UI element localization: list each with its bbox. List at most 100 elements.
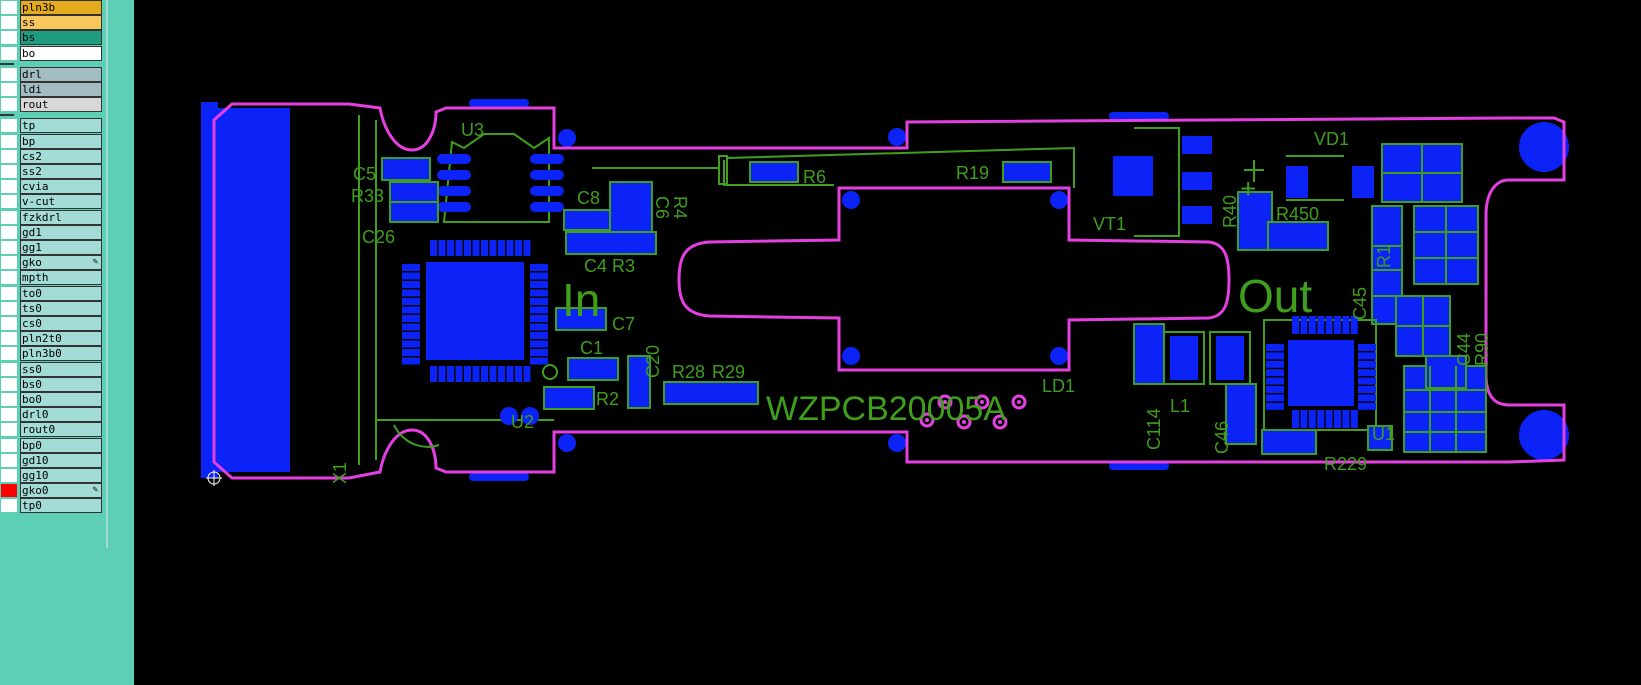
layer-name[interactable]: bs0 bbox=[20, 376, 102, 392]
layer-row-ldi[interactable]: ldi bbox=[0, 82, 104, 98]
layer-row-rout[interactable]: rout bbox=[0, 97, 104, 113]
layer-visibility-toggle[interactable] bbox=[0, 45, 18, 61]
layer-visibility-toggle[interactable] bbox=[0, 452, 18, 468]
layer-visibility-toggle[interactable] bbox=[0, 422, 18, 438]
layer-visibility-toggle[interactable] bbox=[0, 0, 18, 15]
layer-name[interactable]: bs bbox=[20, 30, 102, 46]
layer-name[interactable]: bp bbox=[20, 133, 102, 149]
layer-name[interactable]: cs0 bbox=[20, 316, 102, 331]
layer-name[interactable]: gd10 bbox=[20, 452, 102, 468]
pcb-canvas[interactable]: U3 C5 R33 C26 C8 C6 R4 R6 R19 VT1 R40 VD… bbox=[134, 0, 1641, 685]
layer-visibility-toggle[interactable] bbox=[0, 437, 18, 453]
pencil-icon[interactable]: ✎ bbox=[92, 485, 98, 496]
layer-row-gg10[interactable]: gg10 bbox=[0, 468, 104, 484]
layer-row-pln3b0[interactable]: pln3b0 bbox=[0, 346, 104, 362]
layer-name[interactable]: gg1 bbox=[20, 240, 102, 255]
layer-visibility-toggle[interactable] bbox=[0, 82, 18, 97]
layer-row-fzkdrl[interactable]: fzkdrl bbox=[0, 209, 104, 226]
layer-visibility-toggle[interactable] bbox=[0, 331, 18, 347]
pencil-icon[interactable]: ✎ bbox=[92, 257, 98, 268]
layer-visibility-toggle[interactable] bbox=[0, 224, 18, 240]
layer-row-bs0[interactable]: bs0 bbox=[0, 376, 104, 393]
layer-visibility-toggle[interactable] bbox=[0, 15, 18, 31]
layer-row-mpth[interactable]: mpth bbox=[0, 270, 104, 286]
layer-name[interactable]: bo0 bbox=[20, 392, 102, 407]
layer-visibility-toggle[interactable] bbox=[0, 468, 18, 483]
layer-row-pln3b[interactable]: pln3b bbox=[0, 0, 104, 16]
layer-visibility-toggle[interactable] bbox=[0, 148, 18, 164]
layer-visibility-toggle[interactable] bbox=[0, 407, 18, 423]
layer-row-v-cut[interactable]: v-cut bbox=[0, 194, 104, 210]
layer-row-bo[interactable]: bo bbox=[0, 45, 104, 62]
layer-row-ss2[interactable]: ss2 bbox=[0, 164, 104, 180]
layer-row-ts0[interactable]: ts0 bbox=[0, 300, 104, 317]
layer-visibility-toggle[interactable] bbox=[0, 346, 18, 362]
layer-name[interactable]: mpth bbox=[20, 270, 102, 286]
layer-row-pln2t0[interactable]: pln2t0 bbox=[0, 331, 104, 347]
layer-row-gd1[interactable]: gd1 bbox=[0, 224, 104, 241]
layer-row-bp0[interactable]: bp0 bbox=[0, 437, 104, 454]
layer-visibility-toggle[interactable] bbox=[0, 66, 18, 82]
layer-name[interactable]: bo bbox=[20, 45, 102, 61]
layer-name[interactable]: ts0 bbox=[20, 300, 102, 316]
layer-name[interactable]: bp0 bbox=[20, 437, 102, 453]
layer-name[interactable]: v-cut bbox=[20, 194, 102, 210]
layer-visibility-toggle[interactable] bbox=[0, 194, 18, 210]
layer-visibility-toggle[interactable] bbox=[0, 133, 18, 149]
layer-row-drl0[interactable]: drl0 bbox=[0, 407, 104, 423]
layer-visibility-toggle[interactable] bbox=[0, 97, 18, 113]
layer-name[interactable]: rout0 bbox=[20, 422, 102, 438]
layer-name[interactable]: pln2t0 bbox=[20, 331, 102, 347]
layer-row-gko0[interactable]: gko0✎ bbox=[0, 483, 104, 499]
layer-visibility-toggle[interactable] bbox=[0, 209, 18, 225]
layer-name[interactable]: cs2 bbox=[20, 148, 102, 164]
layer-row-bs[interactable]: bs bbox=[0, 30, 104, 46]
layer-visibility-toggle[interactable] bbox=[0, 483, 18, 499]
layer-row-gko[interactable]: gko✎ bbox=[0, 255, 104, 271]
layer-name[interactable]: cvia bbox=[20, 179, 102, 195]
layer-visibility-toggle[interactable] bbox=[0, 164, 18, 179]
layer-row-ss[interactable]: ss bbox=[0, 15, 104, 31]
layer-visibility-toggle[interactable] bbox=[0, 392, 18, 407]
layer-row-bo0[interactable]: bo0 bbox=[0, 392, 104, 408]
layer-visibility-toggle[interactable] bbox=[0, 270, 18, 286]
layer-row-ss0[interactable]: ss0 bbox=[0, 361, 104, 378]
layer-visibility-toggle[interactable] bbox=[0, 300, 18, 316]
layer-row-cvia[interactable]: cvia bbox=[0, 179, 104, 195]
layer-name[interactable]: fzkdrl bbox=[20, 209, 102, 225]
layer-row-tp[interactable]: tp bbox=[0, 118, 104, 134]
layer-visibility-toggle[interactable] bbox=[0, 179, 18, 195]
layer-name[interactable]: drl0 bbox=[20, 407, 102, 423]
layer-visibility-toggle[interactable] bbox=[0, 316, 18, 331]
layer-name[interactable]: to0 bbox=[20, 285, 102, 301]
layer-visibility-toggle[interactable] bbox=[0, 376, 18, 392]
layer-name[interactable]: tp0 bbox=[20, 498, 102, 514]
layer-visibility-toggle[interactable] bbox=[0, 285, 18, 301]
layer-visibility-toggle[interactable] bbox=[0, 118, 18, 134]
layer-visibility-toggle[interactable] bbox=[0, 30, 18, 46]
layer-name[interactable]: ldi bbox=[20, 82, 102, 97]
layer-row-tp0[interactable]: tp0 bbox=[0, 498, 104, 514]
layer-row-cs0[interactable]: cs0 bbox=[0, 316, 104, 332]
layer-name[interactable]: drl bbox=[20, 66, 102, 82]
layer-name[interactable]: pln3b0 bbox=[20, 346, 102, 362]
layer-row-gd10[interactable]: gd10 bbox=[0, 452, 104, 469]
layer-name[interactable]: ss2 bbox=[20, 164, 102, 179]
layer-name[interactable]: pln3b bbox=[20, 0, 102, 15]
layer-row-rout0[interactable]: rout0 bbox=[0, 422, 104, 438]
layer-name[interactable]: gd1 bbox=[20, 224, 102, 240]
layer-row-cs2[interactable]: cs2 bbox=[0, 148, 104, 165]
layer-name[interactable]: tp bbox=[20, 118, 102, 134]
layer-visibility-toggle[interactable] bbox=[0, 361, 18, 377]
layer-visibility-toggle[interactable] bbox=[0, 240, 18, 255]
layer-name[interactable]: ss bbox=[20, 15, 102, 31]
layer-visibility-toggle[interactable] bbox=[0, 498, 18, 514]
layer-row-to0[interactable]: to0 bbox=[0, 285, 104, 302]
layer-name[interactable]: rout bbox=[20, 97, 102, 113]
layer-row-gg1[interactable]: gg1 bbox=[0, 240, 104, 256]
layer-row-drl[interactable]: drl bbox=[0, 66, 104, 83]
layer-name[interactable]: ss0 bbox=[20, 361, 102, 377]
layer-name[interactable]: gko bbox=[20, 255, 102, 271]
layer-name[interactable]: gko0 bbox=[20, 483, 102, 499]
layer-row-bp[interactable]: bp bbox=[0, 133, 104, 150]
